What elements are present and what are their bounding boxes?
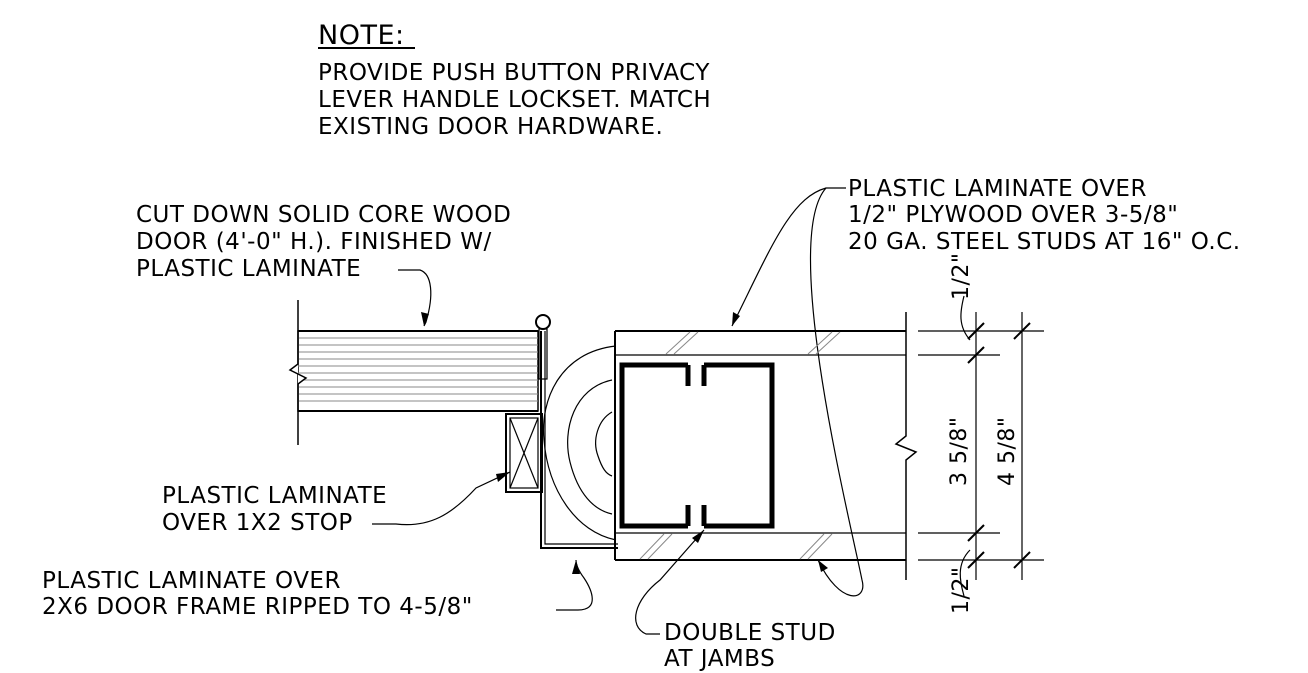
wall-assembly xyxy=(614,312,918,580)
frame-end-grain-arc-outer xyxy=(542,345,617,541)
wall-leader-top-arrowhead xyxy=(732,312,740,326)
door-callout-line-2: DOOR (4'-0" H.). FINISHED W/ xyxy=(136,229,492,255)
frame-end-grain-arc-inner xyxy=(595,411,613,477)
door-stop xyxy=(505,413,543,493)
dim-top-ply: 1/2" xyxy=(949,252,974,300)
door-frame xyxy=(540,331,618,549)
wall-callout-line-1: PLASTIC LAMINATE OVER xyxy=(848,176,1147,202)
door-callout-line-3: PLASTIC LAMINATE xyxy=(136,256,361,282)
stop-leader-arrowhead xyxy=(496,472,510,482)
wall-leader-bottom-arrowhead xyxy=(818,560,828,572)
note-line-3: EXISTING DOOR HARDWARE. xyxy=(318,114,663,140)
stop-callout-line-1: PLASTIC LAMINATE xyxy=(162,483,387,509)
stop-callout-line-2: OVER 1X2 STOP xyxy=(162,510,353,536)
stud-callout-line-2: AT JAMBS xyxy=(664,646,775,672)
double-steel-stud xyxy=(619,362,775,529)
door-leader xyxy=(398,269,432,327)
note-heading: NOTE: xyxy=(318,20,405,51)
door-leader-arrowhead xyxy=(421,312,429,326)
door-slab xyxy=(288,300,539,445)
top-ply-dim-leader xyxy=(960,295,971,341)
stud-callout-line-1: DOUBLE STUD xyxy=(664,620,836,646)
hinge xyxy=(535,314,551,380)
dim-stud-depth: 3 5/8" xyxy=(947,416,972,486)
frame-end-grain-arc-mid xyxy=(567,379,613,515)
plywood-hatching xyxy=(639,331,841,560)
dim-bottom-ply: 1/2" xyxy=(949,566,974,614)
stud-leader xyxy=(635,529,705,635)
frame-callout-line-2: 2X6 DOOR FRAME RIPPED TO 4-5/8" xyxy=(42,594,473,620)
wall-callout-line-2: 1/2" PLYWOOD OVER 3-5/8" xyxy=(848,202,1178,228)
dim-overall: 4 5/8" xyxy=(995,416,1020,486)
note-line-2: LEVER HANDLE LOCKSET. MATCH xyxy=(318,87,711,113)
wall-leader-top xyxy=(731,187,846,327)
wall-callout-line-3: 20 GA. STEEL STUDS AT 16" O.C. xyxy=(848,229,1241,255)
door-slab-hatching xyxy=(298,337,538,402)
frame-leader-arrowhead xyxy=(572,560,580,574)
frame-callout-line-1: PLASTIC LAMINATE OVER xyxy=(42,568,341,594)
bottom-ply-dim-leader xyxy=(959,549,971,597)
dimension-lines xyxy=(918,295,1044,597)
stop-leader xyxy=(372,471,511,526)
note-line-1: PROVIDE PUSH BUTTON PRIVACY xyxy=(318,60,710,86)
door-callout-line-1: CUT DOWN SOLID CORE WOOD xyxy=(136,202,511,228)
wall-leader-bottom xyxy=(809,187,864,597)
